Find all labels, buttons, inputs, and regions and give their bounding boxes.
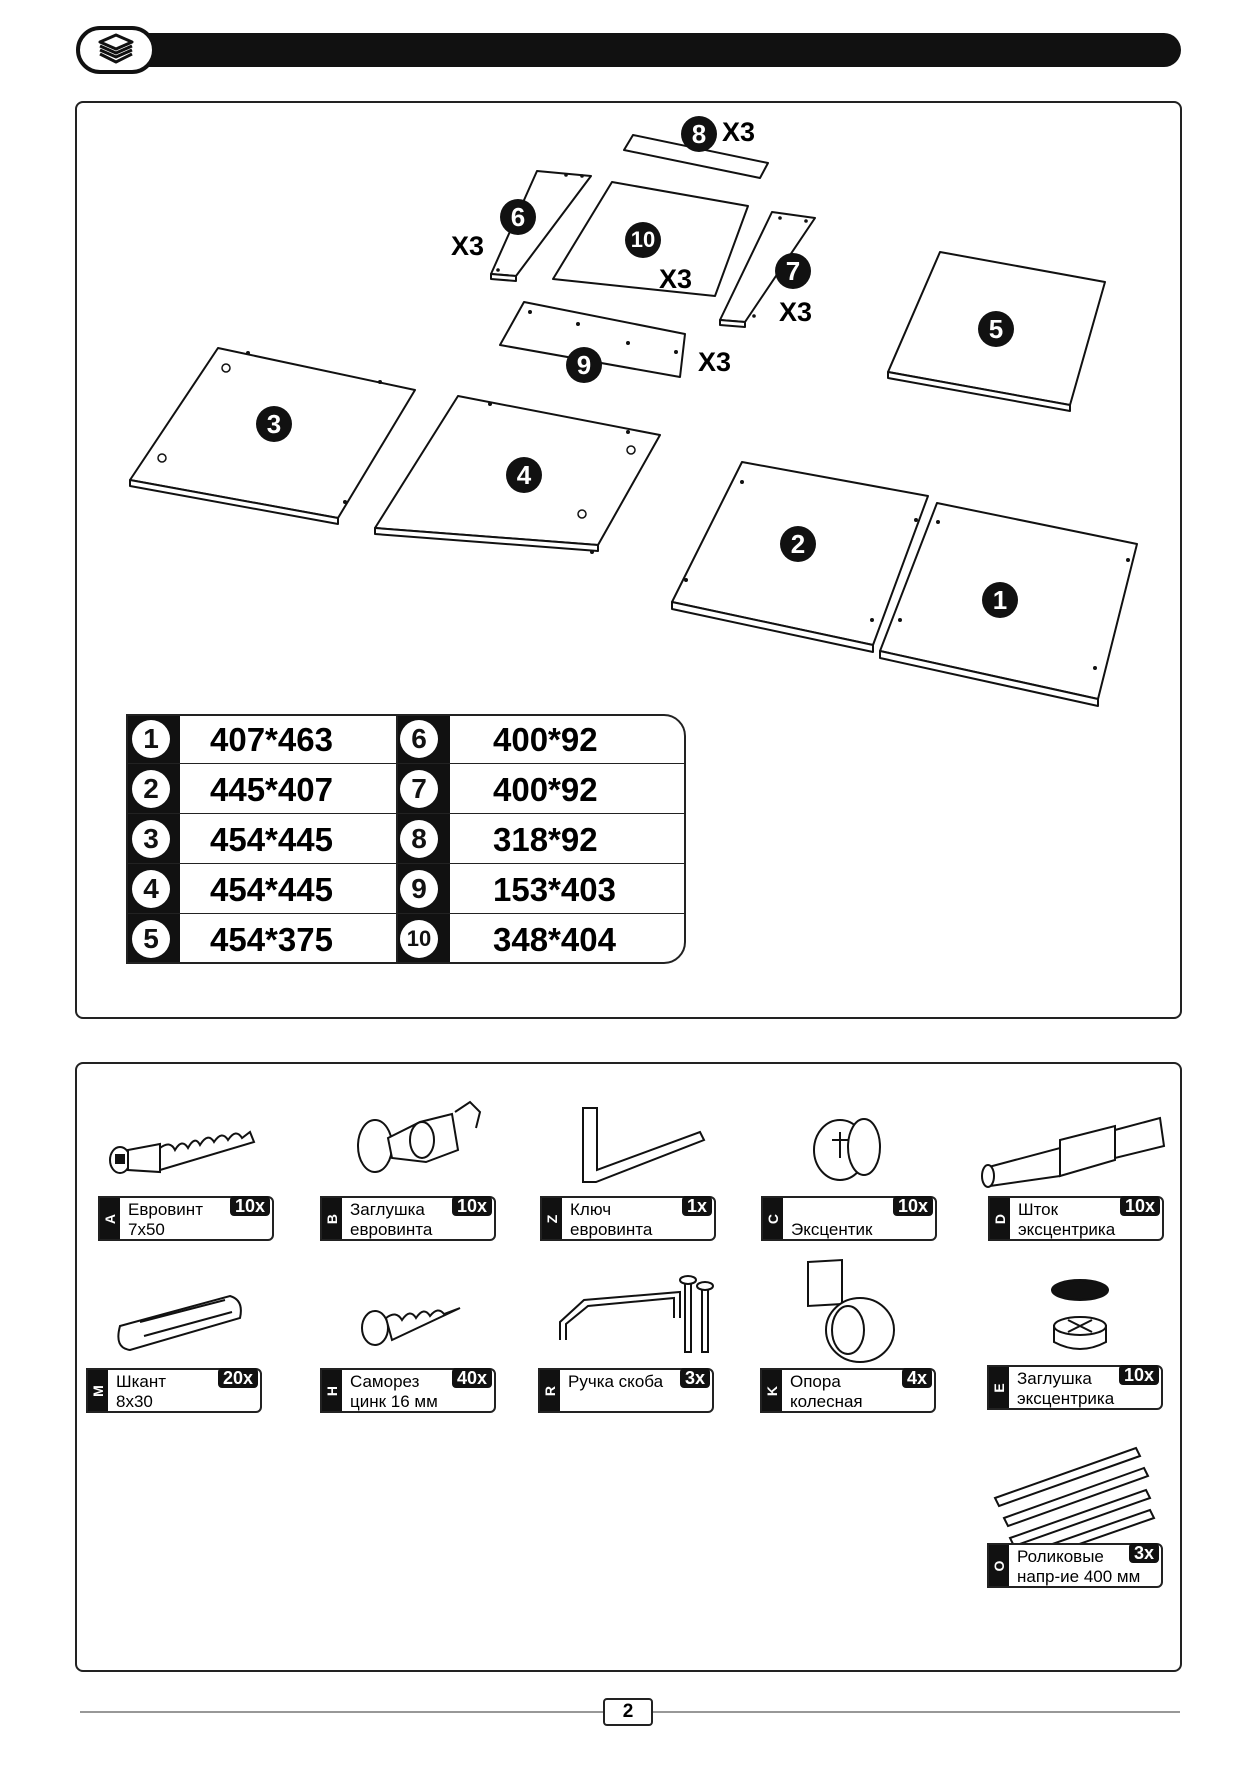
hardware-code: H — [322, 1370, 342, 1411]
hardware-label-z: Z Ключ евровинта 1x — [540, 1196, 716, 1241]
part-number-4: 4 — [132, 870, 170, 908]
part-number-6: 6 — [400, 720, 438, 758]
part-label-9: 9 — [566, 347, 602, 383]
hardware-quantity-badge: 3x — [679, 1368, 710, 1388]
table-row-divider — [126, 763, 684, 764]
table-row-divider — [126, 863, 684, 864]
hardware-code: D — [990, 1198, 1010, 1239]
part-multiplier-8: X3 — [722, 117, 756, 147]
hardware-label-m: M Шкант 8x30 20x — [86, 1368, 262, 1413]
hardware-name-line1: Шкант — [116, 1372, 167, 1391]
hardware-label-a: A Евровинт 7x50 10x — [98, 1196, 274, 1241]
part-number-5: 5 — [132, 920, 170, 958]
hardware-quantity-badge: 10x — [1119, 1196, 1160, 1216]
part-label-8: 8 — [681, 116, 717, 152]
part-label-2: 2 — [780, 526, 816, 562]
part-label-10: 10 — [625, 222, 661, 258]
hardware-label-r: R Ручка скоба 3x — [538, 1368, 714, 1413]
part-dimension-6: 400*92 — [493, 721, 598, 758]
hardware-quantity-badge: 10x — [892, 1196, 933, 1216]
part-dimension-10: 348*404 — [493, 921, 616, 958]
part-number-7: 7 — [400, 770, 438, 808]
hardware-name-line2: 7x50 — [128, 1220, 165, 1239]
hardware-name-line1: Шток — [1018, 1200, 1059, 1219]
part-number-8: 8 — [400, 820, 438, 858]
part-label-5: 5 — [978, 311, 1014, 347]
page-number: 2 — [603, 1698, 653, 1726]
hardware-name-line1: Заглушка — [350, 1200, 425, 1219]
part-label-7: 7 — [775, 253, 811, 289]
hardware-quantity-badge: 4x — [901, 1368, 932, 1388]
hardware-name-line1: Саморез — [350, 1372, 420, 1391]
hardware-code: E — [989, 1367, 1009, 1408]
hardware-quantity-badge: 40x — [451, 1368, 492, 1388]
hardware-label-b: B Заглушка евровинта 10x — [320, 1196, 496, 1241]
hardware-code: Z — [542, 1198, 562, 1239]
part-multiplier-6: X3 — [451, 231, 485, 261]
part-number-1: 1 — [132, 720, 170, 758]
hardware-code: A — [100, 1198, 120, 1239]
hardware-name-line1: Ключ — [570, 1200, 612, 1219]
hardware-code: R — [540, 1370, 560, 1411]
part-multiplier-10: X3 — [659, 264, 693, 294]
parts-panel — [75, 101, 1182, 1019]
part-dimension-7: 400*92 — [493, 771, 598, 808]
hardware-name-line2: напр-ие 400 мм — [1017, 1567, 1141, 1586]
part-label-6: 6 — [500, 199, 536, 235]
hardware-code: O — [989, 1545, 1009, 1586]
hardware-label-o: O Роликовые напр-ие 400 мм 3x — [987, 1543, 1163, 1588]
box-icon — [76, 26, 156, 74]
hardware-quantity-badge: 10x — [1118, 1365, 1159, 1385]
part-number-2: 2 — [132, 770, 170, 808]
hardware-quantity-badge: 3x — [1128, 1543, 1159, 1563]
part-dimension-8: 318*92 — [493, 821, 598, 858]
hardware-panel — [75, 1062, 1182, 1672]
part-label-3: 3 — [256, 406, 292, 442]
part-dimension-9: 153*403 — [493, 871, 616, 908]
hardware-quantity-badge: 1x — [681, 1196, 712, 1216]
hardware-name-line2: эксцентрика — [1017, 1389, 1115, 1408]
hardware-code: B — [322, 1198, 342, 1239]
hardware-name-line1: Ручка скоба — [568, 1372, 664, 1391]
table-row-divider — [126, 813, 684, 814]
part-dimension-5: 454*375 — [210, 921, 333, 958]
part-multiplier-7: X3 — [779, 297, 813, 327]
hardware-quantity-badge: 20x — [217, 1368, 258, 1388]
hardware-name-line2: цинк 16 мм — [350, 1392, 438, 1411]
hardware-name-line2: эксцентрика — [1018, 1220, 1116, 1239]
hardware-name-line1: Опора — [790, 1372, 841, 1391]
part-dimension-4: 454*445 — [210, 871, 333, 908]
hardware-name-line2: евровинта — [570, 1220, 653, 1239]
hardware-name-line2: 8x30 — [116, 1392, 153, 1411]
part-label-4: 4 — [506, 457, 542, 493]
hardware-label-h: H Саморез цинк 16 мм 40x — [320, 1368, 496, 1413]
part-number-9: 9 — [400, 870, 438, 908]
hardware-name-line2: евровинта — [350, 1220, 433, 1239]
hardware-quantity-badge: 10x — [451, 1196, 492, 1216]
part-dimension-1: 407*463 — [210, 721, 333, 758]
hardware-label-c: C Эксцентик 10x — [761, 1196, 937, 1241]
hardware-name-line1: Роликовые — [1017, 1547, 1104, 1566]
hardware-code: K — [762, 1370, 782, 1411]
part-multiplier-9: X3 — [698, 347, 732, 377]
hardware-label-d: D Шток эксцентрика 10x — [988, 1196, 1164, 1241]
table-row-divider — [126, 913, 684, 914]
hardware-code: M — [88, 1370, 108, 1411]
part-dimension-3: 454*445 — [210, 821, 333, 858]
part-number-3: 3 — [132, 820, 170, 858]
hardware-label-k: K Опора колесная 4x — [760, 1368, 936, 1413]
header-bar — [80, 33, 1181, 67]
hardware-name-line1: Евровинт — [128, 1200, 203, 1219]
hardware-name-line2: колесная — [790, 1392, 863, 1411]
hardware-name-line1: Заглушка — [1017, 1369, 1092, 1388]
hardware-quantity-badge: 10x — [229, 1196, 270, 1216]
part-number-10: 10 — [400, 920, 438, 958]
hardware-code: C — [763, 1198, 783, 1239]
hardware-name-line2: Эксцентик — [791, 1220, 873, 1239]
hardware-label-e: E Заглушка эксцентрика 10x — [987, 1365, 1163, 1410]
part-label-1: 1 — [982, 582, 1018, 618]
part-dimension-2: 445*407 — [210, 771, 333, 808]
